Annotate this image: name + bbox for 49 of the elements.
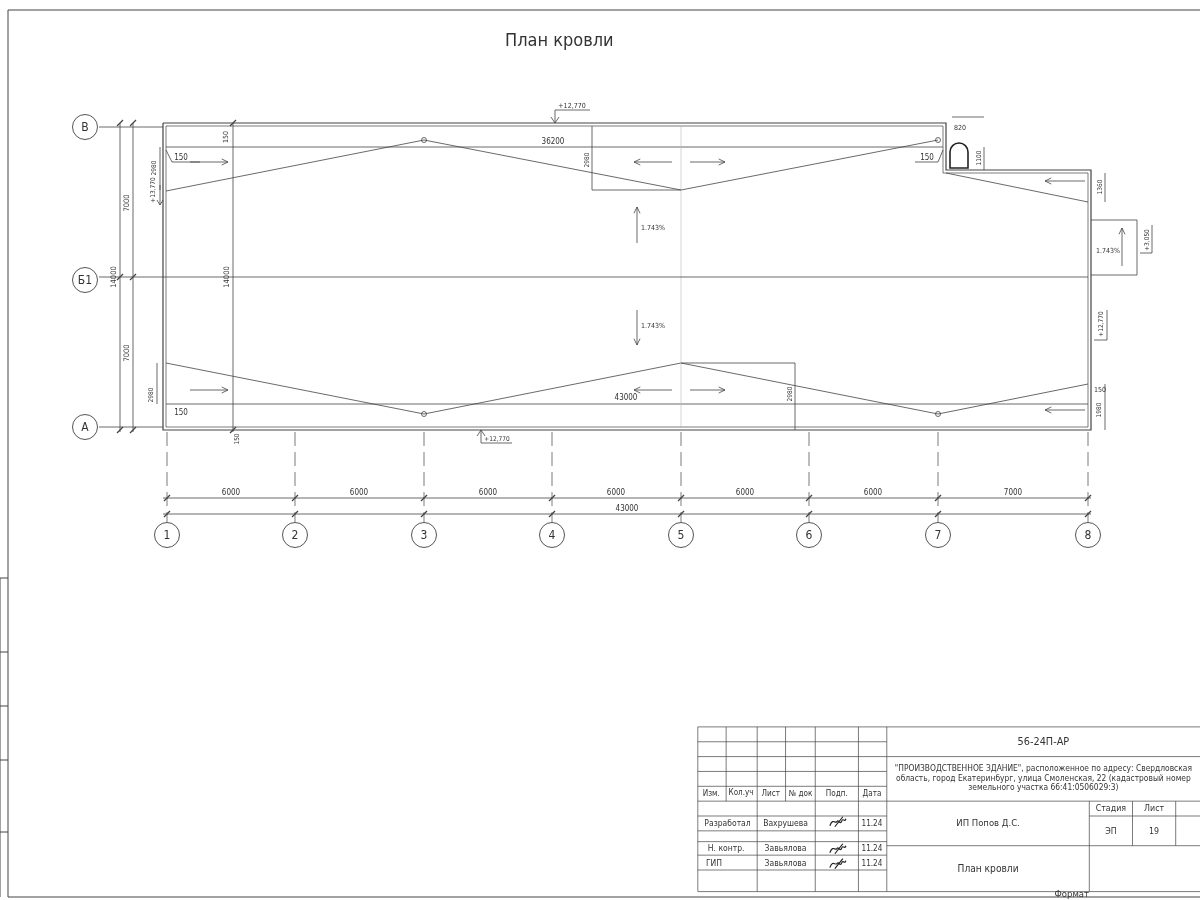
axis-bubble: 5 [668,522,694,548]
axis-bubble: А [72,414,98,440]
table-text: ЭП [1105,826,1117,836]
dimension-text: 6000 [606,489,626,497]
table-text: 56-24П-АР [1017,736,1070,748]
axis-bubble: 4 [539,522,565,548]
dimension-text: 6000 [863,489,883,497]
axis-bubble: Б1 [72,267,98,293]
dimension-text: 6000 [349,489,369,497]
table-text: Вахрушева [763,818,808,827]
dimension-text: 6000 [221,489,241,497]
dimension-text: 150 [174,409,188,417]
table-text: ГИП [705,859,723,868]
axis-bubble: 2 [282,522,308,548]
table-header: Кол.уч [728,789,754,798]
dimension-text: 6000 [735,489,755,497]
dimension-text: 7000 [1003,489,1023,497]
table-text: План кровли [957,863,1019,874]
axis-bubble: 6 [796,522,822,548]
table-text: ИП Попов Д.С. [956,818,1020,828]
table-text: "ПРОИЗВОДСТВЕННОЕ ЗДАНИЕ", расположенное по адресу: Свердловская область, город Екатеринбург, улица Смоленская, 22 (кадастровый номер земельного участка 66:41:0506029:3) [893,763,1193,793]
dimension-text: 150 [920,154,934,162]
table-header: № док [788,789,813,798]
table-header: Стадия [1095,803,1126,813]
axis-bubble: В [72,114,98,140]
table-text: 11.24 [861,844,883,853]
table-header: Формат [1054,889,1089,899]
dimension-text: 36200 [541,138,565,146]
table-text: 19 [1149,826,1160,836]
axis-bubble: 1 [154,522,180,548]
table-header: Подп. [825,789,848,798]
axis-bubble: 7 [925,522,951,548]
axis-bubble: 3 [411,522,437,548]
table-text: Разработал [704,818,751,827]
dimension-text: 6000 [478,489,498,497]
axis-bubble: 8 [1075,522,1101,548]
table-header: Дата [862,789,882,798]
table-header: Лист [761,789,780,798]
dimension-text: 150 [174,154,188,162]
table-text: Н. контр. [707,844,745,853]
drawing-title: План кровли [505,31,614,49]
table-header: Изм. [702,789,720,798]
table-header: Лист [1144,803,1165,813]
dimension-text: 43000 [615,505,639,513]
table-text: 11.24 [861,818,883,827]
dimension-text: 43000 [614,394,638,402]
table-text: Завьялова [764,859,807,868]
table-text: 11.24 [861,859,883,868]
table-text: Завьялова [764,844,807,853]
